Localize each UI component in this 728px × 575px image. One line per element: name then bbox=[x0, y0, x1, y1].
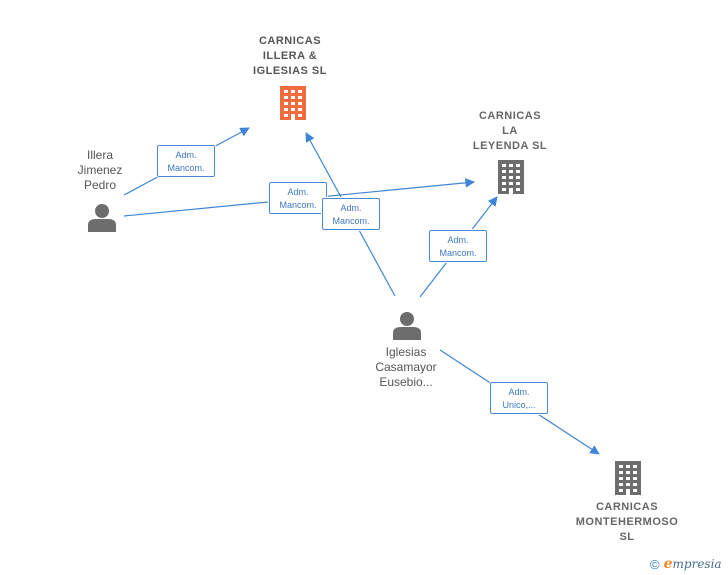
company-label-line: CARNICAS bbox=[478, 110, 542, 122]
building-icon[interactable] bbox=[498, 160, 524, 194]
person-label-line: Illera bbox=[86, 148, 113, 162]
edge-label-line: Adm. bbox=[447, 235, 469, 245]
edge-label-illera-to-carnicas-illera[interactable]: Adm. Mancom. bbox=[157, 145, 215, 177]
person-icon[interactable] bbox=[393, 312, 421, 340]
company-label-line: MONTEHERMOSO bbox=[575, 516, 679, 528]
company-label-carnicas-la-leyenda[interactable]: CARNICAS LA LEYENDA SL bbox=[455, 109, 565, 154]
person-label-line: Pedro bbox=[83, 178, 117, 192]
edge-label-line: Mancom. bbox=[279, 200, 317, 210]
footer-brand[interactable]: © empresia bbox=[650, 555, 722, 573]
company-label-line: LEYENDA SL bbox=[472, 140, 548, 152]
edge-label-illera-to-carnicas-la-leyenda[interactable]: Adm. Mancom. bbox=[269, 182, 327, 214]
person-label-iglesias-casamayor[interactable]: Iglesias Casamayor Eusebio... bbox=[360, 345, 452, 390]
company-label-line: IGLESIAS SL bbox=[253, 65, 327, 77]
edge-label-line: Adm. bbox=[287, 187, 309, 197]
company-label-line: LA bbox=[502, 125, 518, 137]
person-label-illera-jimenez[interactable]: Illera Jimenez Pedro bbox=[60, 148, 140, 193]
edge-label-line: Mancom. bbox=[167, 163, 205, 173]
edge-label-iglesias-to-carnicas-illera[interactable]: Adm. Mancom. bbox=[322, 198, 380, 230]
person-label-line: Casamayor bbox=[375, 360, 437, 374]
brand-initial: e bbox=[663, 556, 673, 572]
person-label-line: Jimenez bbox=[77, 163, 123, 177]
building-icon[interactable] bbox=[615, 461, 641, 495]
person-icon[interactable] bbox=[88, 204, 116, 232]
company-label-line: SL bbox=[619, 531, 635, 543]
edge-label-iglesias-to-carnicas-la-leyenda[interactable]: Adm. Mancom. bbox=[429, 230, 487, 262]
copyright-icon: © bbox=[650, 556, 660, 572]
person-label-line: Iglesias bbox=[385, 345, 427, 359]
company-label-carnicas-illera[interactable]: CARNICAS ILLERA & IGLESIAS SL bbox=[234, 34, 346, 79]
edge-label-line: Mancom. bbox=[439, 248, 477, 258]
edge-label-line: Adm. bbox=[175, 150, 197, 160]
building-icon[interactable] bbox=[280, 86, 306, 120]
edge-label-line: Adm. bbox=[508, 387, 530, 397]
company-label-line: CARNICAS bbox=[258, 35, 322, 47]
company-label-line: ILLERA & bbox=[262, 50, 318, 62]
brand-rest: mpresia bbox=[672, 557, 722, 571]
empresia-logo: empresia bbox=[664, 556, 722, 572]
company-label-line: CARNICAS bbox=[595, 501, 659, 513]
edge-label-line: Adm. bbox=[340, 203, 362, 213]
edge-label-line: Unico,... bbox=[502, 400, 536, 410]
company-label-carnicas-montehermoso[interactable]: CARNICAS MONTEHERMOSO SL bbox=[565, 500, 689, 545]
edge-label-iglesias-to-carnicas-montehermoso[interactable]: Adm. Unico,... bbox=[490, 382, 548, 414]
edge-label-line: Mancom. bbox=[332, 216, 370, 226]
person-label-line: Eusebio... bbox=[379, 375, 433, 389]
